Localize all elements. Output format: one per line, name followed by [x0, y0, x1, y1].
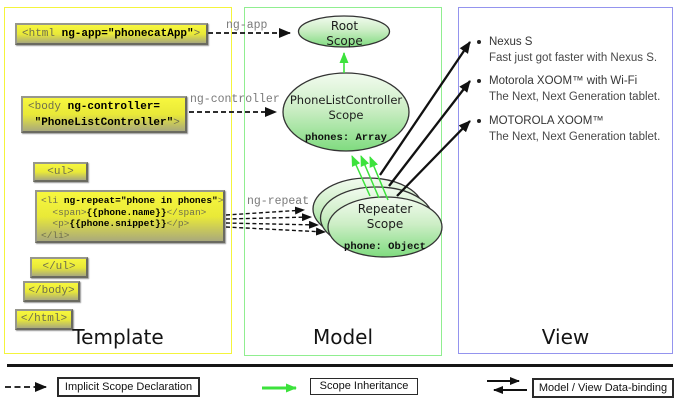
code-seg: <p> — [41, 218, 70, 229]
template-panel — [4, 7, 232, 354]
code-box-html-open: <html ng-app="phonecatApp"> — [15, 23, 208, 45]
code-seg: </ul> — [42, 261, 76, 273]
code-seg: <li — [41, 195, 64, 206]
phonelistcontroller-scope-label: PhoneListController Scope — [281, 93, 411, 122]
ng-repeat-arrow-4 — [225, 226, 326, 236]
inheritance-arrow-repeater-1 — [351, 155, 371, 197]
code-seg: > — [217, 195, 224, 206]
code-line: <li ng-repeat="phone in phones"> — [41, 195, 223, 207]
scope-type: Scope — [366, 216, 404, 231]
model-section-title: Model — [312, 325, 374, 349]
repeater-scope-label: Repeater Scope — [330, 202, 440, 231]
bullet-dot — [477, 119, 481, 123]
ng-repeat-arrow-2 — [225, 213, 312, 222]
code-seg: ng-app="phonecatApp" — [61, 28, 194, 40]
code-seg: </html> — [20, 313, 68, 325]
data-binding-arrow-2 — [388, 80, 471, 187]
repeater-scope-ellipse-front — [327, 196, 443, 258]
legend-model-view-data-binding: Model / View Data-binding — [532, 378, 674, 398]
code-box-li-repeat: <li ng-repeat="phone in phones"> <span>{… — [35, 190, 225, 243]
bullet-dot — [477, 79, 481, 83]
scope-name: PhoneListController — [289, 93, 403, 107]
code-line: </li> — [41, 230, 219, 242]
code-line: <span>{{phone.name}}</span> — [41, 207, 219, 219]
repeater-scope-property: phone: Object — [344, 241, 426, 253]
code-line: <html ng-app="phonecatApp"> — [22, 25, 201, 43]
template-section-title: Template — [72, 325, 164, 349]
ng-controller-label: ng-controller — [190, 93, 280, 106]
code-line: <body ng-controller= — [28, 100, 180, 116]
code-box-body-close: </body> — [23, 281, 80, 302]
phone-name: Nexus S — [489, 36, 533, 48]
bullet-dot — [477, 40, 481, 44]
ng-repeat-arrow-3 — [225, 220, 319, 229]
view-list-item: MOTOROLA XOOM™ The Next, Next Generation… — [489, 113, 681, 145]
phone-name: Motorola XOOM™ with Wi-Fi — [489, 75, 638, 87]
legend-separator-line — [7, 364, 673, 367]
code-line: <p>{{phone.snippet}}</p> — [41, 218, 219, 230]
scope-name: Repeater — [357, 202, 413, 216]
ng-repeat-arrow-1 — [225, 206, 305, 216]
phone-name: MOTOROLA XOOM™ — [489, 115, 604, 127]
code-seg: <ul> — [47, 166, 74, 178]
phonelistcontroller-scope-property: phones: Array — [305, 132, 387, 144]
model-panel — [244, 7, 442, 356]
code-seg: > — [193, 28, 201, 40]
code-seg: {{phone.name}} — [86, 206, 167, 218]
code-seg: </span> — [166, 206, 207, 218]
root-scope-label: Root Scope — [297, 19, 392, 48]
code-seg: ng-repeat="phone in phones" — [63, 195, 218, 206]
scope-type: Scope — [328, 107, 364, 122]
code-seg: ng-controller= — [67, 101, 161, 113]
view-panel — [458, 7, 673, 354]
phone-snippet: The Next, Next Generation tablet. — [489, 91, 661, 103]
scope-name: Root — [330, 19, 359, 33]
code-box-html-close: </html> — [15, 309, 73, 330]
ng-repeat-label: ng-repeat — [247, 195, 310, 208]
code-box-ul-close: </ul> — [30, 257, 88, 278]
data-binding-arrow-3 — [396, 120, 471, 197]
phone-snippet: The Next, Next Generation tablet. — [489, 131, 661, 143]
code-seg: <html — [22, 28, 62, 40]
root-scope-ellipse — [297, 15, 391, 48]
code-box-body-open: <body ng-controller= "PhoneListControlle… — [21, 96, 187, 133]
phonelistcontroller-scope-ellipse — [282, 72, 410, 152]
view-section-title: View — [541, 325, 590, 349]
code-seg: </body> — [28, 285, 75, 297]
data-binding-arrow-1 — [379, 41, 471, 176]
code-seg: > — [173, 116, 180, 129]
legend-scope-inheritance: Scope Inheritance — [310, 378, 418, 395]
code-line: "PhoneListController"> — [28, 116, 180, 132]
legend-implicit-scope-declaration: Implicit Scope Declaration — [57, 377, 200, 397]
code-seg — [28, 117, 35, 129]
code-seg: <body — [28, 101, 68, 113]
view-list-item: Nexus S Fast just got faster with Nexus … — [489, 34, 681, 66]
code-seg: {{phone.snippet}} — [69, 218, 167, 229]
code-seg: <span> — [41, 206, 87, 218]
scope-type: Scope — [326, 33, 363, 48]
inheritance-arrow-repeater-3 — [369, 156, 389, 201]
view-list-item: Motorola XOOM™ with Wi-Fi The Next, Next… — [489, 73, 681, 105]
inheritance-arrow-repeater-2 — [360, 155, 380, 199]
phone-snippet: Fast just got faster with Nexus S. — [489, 52, 658, 64]
code-seg: "PhoneListController" — [34, 116, 174, 129]
code-seg: </li> — [41, 229, 70, 241]
ng-app-label: ng-app — [226, 19, 268, 32]
code-seg: </p> — [166, 218, 190, 229]
code-box-ul-open: <ul> — [33, 162, 88, 182]
